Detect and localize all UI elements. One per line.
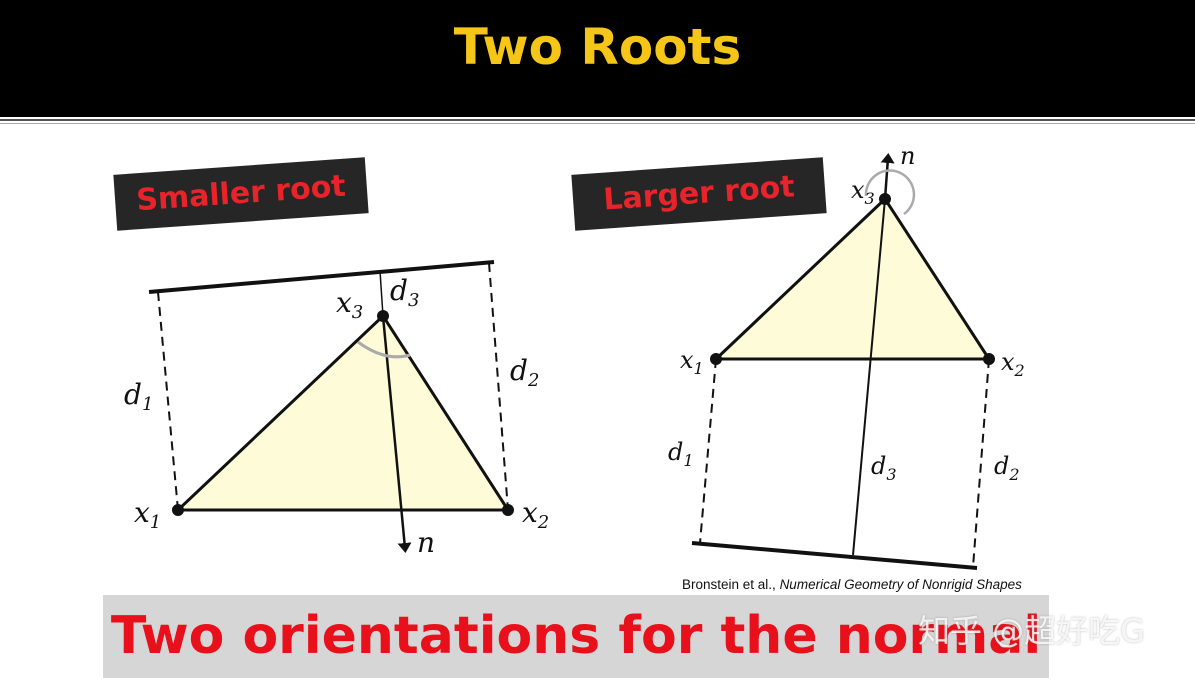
right-vertex-x3	[879, 193, 891, 205]
left-vertex-x3	[377, 310, 389, 322]
left-angle-arc	[357, 340, 411, 359]
left-label-d2: d2	[510, 354, 539, 391]
title-rule-thin	[0, 123, 1195, 124]
right-label-x2: x2	[1001, 348, 1025, 380]
right-d1-line	[699, 358, 717, 544]
right-label-d1: d1	[668, 438, 694, 470]
left-d1-line	[157, 291, 179, 511]
right-plane	[691, 541, 978, 570]
watermark: 知乎 @超好吃G	[918, 612, 1145, 650]
right-label-x1: x1	[680, 346, 704, 378]
right-vertex-x2	[983, 353, 995, 365]
title-bar	[0, 0, 1195, 117]
right-triangle	[712, 196, 992, 361]
right-label-n: n	[900, 142, 915, 170]
slide-title: Two Roots	[453, 18, 742, 76]
left-label-x1: x1	[134, 496, 161, 533]
right-angle-arc	[864, 169, 916, 216]
left-label-d1: d1	[124, 378, 153, 415]
left-label-n: n	[417, 526, 435, 559]
right-normal-arrow	[880, 153, 895, 200]
right-diagram	[691, 153, 995, 570]
right-d3-line	[852, 198, 886, 556]
right-label-x3: x3	[851, 176, 875, 208]
right-vertex-x1	[710, 353, 722, 365]
left-d3-line	[379, 270, 384, 317]
caption-band	[103, 595, 1049, 678]
right-label-d2: d2	[994, 452, 1020, 484]
left-d2-line	[488, 262, 509, 511]
right-d2-line	[972, 358, 990, 568]
left-plane	[148, 260, 495, 294]
bottom-caption: Two orientations for the normal	[110, 606, 1042, 666]
left-label-x3: x3	[336, 286, 363, 323]
left-diagram	[148, 260, 514, 553]
left-label-d3: d3	[390, 274, 419, 311]
left-triangle	[174, 313, 511, 512]
title-rule	[0, 119, 1195, 121]
left-vertex-x2	[502, 504, 514, 516]
left-label-x2: x2	[522, 496, 549, 533]
left-vertex-x1	[172, 504, 184, 516]
citation: Bronstein et al., Numerical Geometry of …	[682, 577, 1022, 592]
right-label-d3: d3	[871, 452, 897, 484]
